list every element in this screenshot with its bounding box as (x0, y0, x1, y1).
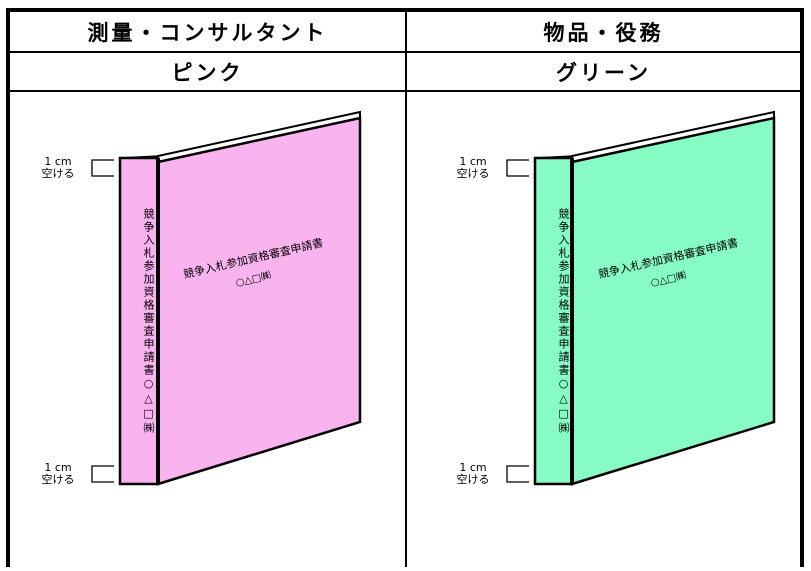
note-top-value: 1 cm (44, 155, 72, 168)
note-top-margin: 1 cm 空ける (30, 156, 86, 180)
note-bottom-margin: 1 cm 空ける (445, 462, 501, 486)
note-bottom-value: 1 cm (459, 461, 487, 474)
header-survey-consultant: 測量・コンサルタント (87, 20, 328, 45)
color-name-green: グリーン (556, 60, 651, 85)
binder-drawing-green: 競争入札参加資格審査申請書 ○△□㈱ (506, 110, 776, 486)
binder-illustration-green: 競争入札参加資格審査申請書 ○△□㈱ 1 cm 空ける 1 cm 空ける 競争入… (407, 92, 800, 567)
binder-front-cover (156, 116, 362, 486)
table-row-divider-2 (6, 90, 804, 92)
table-column-divider (405, 8, 407, 567)
table-border-left (6, 8, 10, 567)
spine-label: 競争入札参加資格審査申請書○△□㈱ (142, 207, 155, 435)
note-bottom-label: 空ける (41, 473, 75, 486)
note-top-label: 空ける (456, 167, 490, 180)
color-name-pink: ピンク (171, 60, 244, 85)
binder-drawing-pink: 競争入札参加資格審査申請書 ○△□㈱ (91, 110, 362, 486)
binder-illustration-pink: 競争入札参加資格審査申請書 ○△□㈱ 1 cm 空ける 1 cm 空ける 競争入… (10, 92, 405, 567)
table-row-divider-1 (6, 51, 804, 53)
note-top-value: 1 cm (459, 155, 487, 168)
table-border-right (800, 8, 804, 567)
note-bottom-value: 1 cm (44, 461, 72, 474)
note-bottom-margin: 1 cm 空ける (30, 462, 86, 486)
note-top-margin: 1 cm 空ける (445, 156, 501, 180)
note-bottom-label: 空ける (456, 473, 490, 486)
header-goods-services: 物品・役務 (543, 20, 664, 45)
note-top-label: 空ける (41, 167, 75, 180)
binder-front-cover (570, 116, 776, 486)
spine-label: 競争入札参加資格審査申請書○△□㈱ (557, 207, 570, 435)
